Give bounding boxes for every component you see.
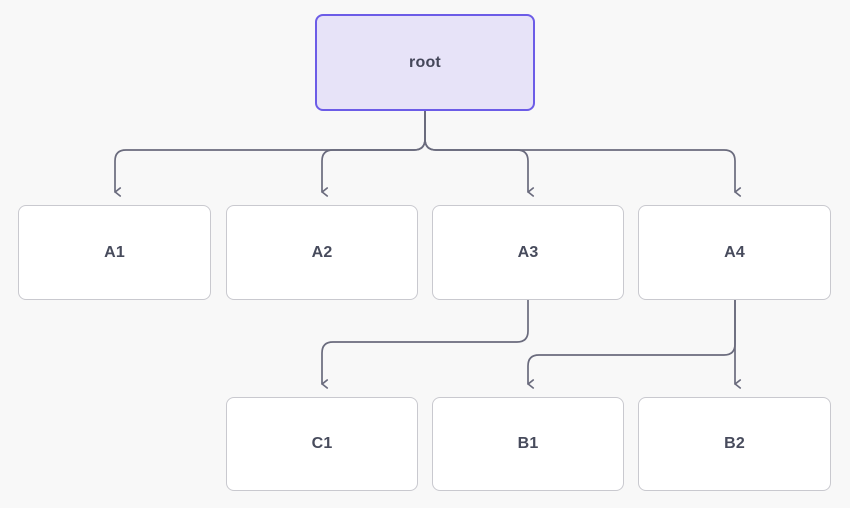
node-root[interactable]: root [315, 14, 535, 111]
node-label-c1: C1 [311, 435, 333, 452]
node-label-b2: B2 [724, 435, 745, 452]
node-b1[interactable]: B1 [432, 397, 624, 491]
node-label-a1: A1 [104, 243, 125, 261]
node-c1[interactable]: C1 [226, 397, 418, 491]
node-label-a2: A2 [311, 243, 333, 261]
edge-A4-to-B1 [527, 299, 736, 389]
node-a3[interactable]: A3 [432, 205, 624, 300]
node-a2[interactable]: A2 [226, 205, 418, 300]
edge-root-to-A4 [424, 110, 742, 197]
edge-A3-to-C1 [321, 299, 529, 389]
node-label-root: root [409, 53, 441, 71]
edge-root-to-A1 [114, 110, 426, 197]
edge-root-to-A3 [424, 110, 535, 197]
node-a1[interactable]: A1 [18, 205, 211, 300]
node-label-a4: A4 [724, 243, 745, 261]
node-label-b1: B1 [517, 435, 539, 452]
node-a4[interactable]: A4 [638, 205, 831, 300]
node-label-a3: A3 [517, 243, 539, 261]
edge-root-to-A2 [321, 110, 426, 197]
node-b2[interactable]: B2 [638, 397, 831, 491]
